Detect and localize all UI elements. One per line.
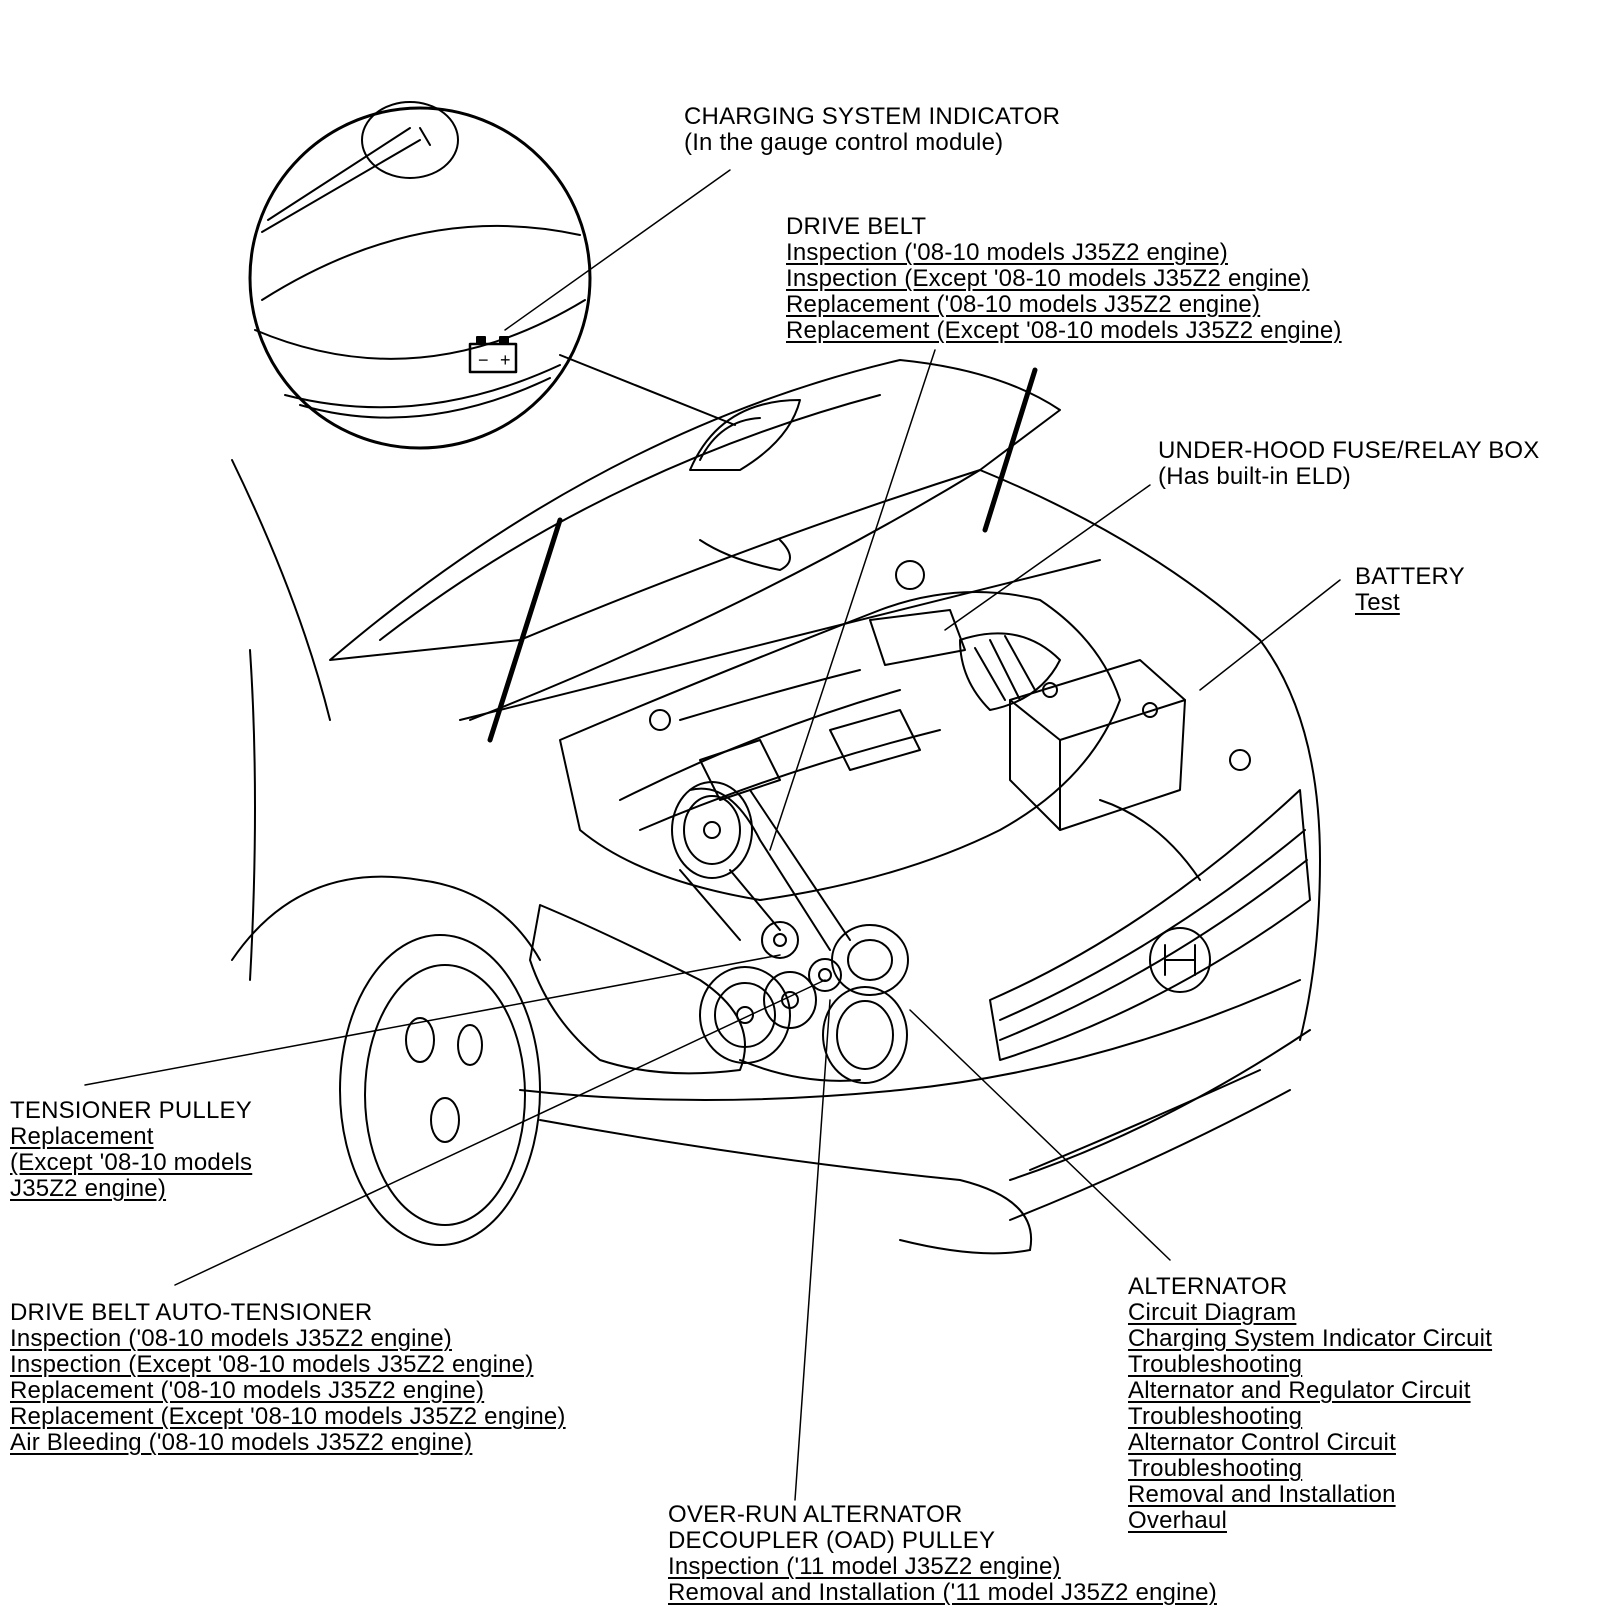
tensioner-pulley-link-replacement[interactable]: Replacement (10, 1123, 154, 1150)
leader-tensioner-pulley (84, 954, 781, 1086)
leader-magnifier-to-gauge (559, 354, 736, 426)
oad-pulley-link-inspection[interactable]: Inspection ('11 model J35Z2 engine) (668, 1553, 1061, 1580)
leader-battery (1199, 579, 1341, 691)
alternator-link-control-circuit[interactable]: Alternator Control Circuit (1128, 1429, 1396, 1456)
belt-drive-assembly (671, 781, 909, 1084)
leader-drive-belt (769, 349, 936, 851)
callout-under-hood-fuse-box: UNDER-HOOD FUSE/RELAY BOX (Has built-in … (1158, 438, 1540, 490)
auto-tensioner-heading: DRIVE BELT AUTO-TENSIONER (10, 1299, 373, 1326)
fuse-box-heading: UNDER-HOOD FUSE/RELAY BOX (1158, 437, 1540, 464)
alternator-link-overhaul[interactable]: Overhaul (1128, 1507, 1227, 1534)
auto-tensioner-link-replacement-08-10[interactable]: Replacement ('08-10 models J35Z2 engine) (10, 1377, 485, 1404)
callout-drive-belt-auto-tensioner: DRIVE BELT AUTO-TENSIONER Inspection ('0… (10, 1300, 566, 1456)
drive-belt-heading: DRIVE BELT (786, 213, 927, 240)
callout-alternator: ALTERNATOR Circuit Diagram Charging Syst… (1128, 1274, 1492, 1534)
auto-tensioner-link-air-bleeding[interactable]: Air Bleeding ('08-10 models J35Z2 engine… (10, 1429, 473, 1456)
drive-belt-link-replacement-08-10[interactable]: Replacement ('08-10 models J35Z2 engine) (786, 291, 1261, 318)
oad-pulley-heading-line1: OVER-RUN ALTERNATOR (668, 1501, 963, 1528)
callout-battery: BATTERY Test (1355, 564, 1465, 616)
tensioner-pulley-heading: TENSIONER PULLEY (10, 1097, 252, 1124)
auto-tensioner-link-inspection-except[interactable]: Inspection (Except '08-10 models J35Z2 e… (10, 1351, 534, 1378)
oad-pulley-link-removal-installation[interactable]: Removal and Installation ('11 model J35Z… (668, 1579, 1217, 1606)
tensioner-pulley-link-replacement-line3[interactable]: J35Z2 engine) (10, 1175, 167, 1202)
alternator-link-removal-installation[interactable]: Removal and Installation (1128, 1481, 1396, 1508)
oad-pulley-heading-line2: DECOUPLER (OAD) PULLEY (668, 1527, 996, 1554)
drive-belt-link-inspection-except[interactable]: Inspection (Except '08-10 models J35Z2 e… (786, 265, 1310, 292)
drive-belt-link-inspection-08-10[interactable]: Inspection ('08-10 models J35Z2 engine) (786, 239, 1228, 266)
gauge-magnifier (248, 101, 592, 450)
charging-indicator-subheading: (In the gauge control module) (684, 129, 1004, 156)
callout-oad-pulley: OVER-RUN ALTERNATOR DECOUPLER (OAD) PULL… (668, 1502, 1217, 1606)
tensioner-pulley-link-replacement-line2[interactable]: (Except '08-10 models (10, 1149, 253, 1176)
drive-belt-link-replacement-except[interactable]: Replacement (Except '08-10 models J35Z2 … (786, 317, 1342, 344)
battery-link-test[interactable]: Test (1355, 589, 1400, 616)
battery-heading: BATTERY (1355, 563, 1465, 590)
callout-tensioner-pulley: TENSIONER PULLEY Replacement (Except '08… (10, 1098, 252, 1202)
alternator-link-charging-indicator-circuit[interactable]: Charging System Indicator Circuit (1128, 1325, 1493, 1352)
auto-tensioner-link-replacement-except[interactable]: Replacement (Except '08-10 models J35Z2 … (10, 1403, 566, 1430)
leader-auto-tensioner (174, 979, 826, 1286)
battery-warning-icon: − + (468, 336, 518, 374)
leader-oad-pulley (794, 999, 831, 1501)
alternator-link-regulator-circuit[interactable]: Alternator and Regulator Circuit (1128, 1377, 1471, 1404)
auto-tensioner-link-inspection-08-10[interactable]: Inspection ('08-10 models J35Z2 engine) (10, 1325, 452, 1352)
leader-charging-indicator (504, 169, 731, 331)
alternator-link-regulator-troubleshooting[interactable]: Troubleshooting (1128, 1403, 1303, 1430)
leader-alternator (909, 1009, 1171, 1261)
leader-lines (84, 169, 1341, 1501)
alternator-link-circuit-diagram[interactable]: Circuit Diagram (1128, 1299, 1297, 1326)
car-body (231, 359, 1321, 1255)
fuse-box-subheading: (Has built-in ELD) (1158, 463, 1351, 490)
leader-fuse-box (944, 484, 1151, 631)
callout-drive-belt: DRIVE BELT Inspection ('08-10 models J35… (786, 214, 1342, 344)
callout-charging-system-indicator: CHARGING SYSTEM INDICATOR (In the gauge … (684, 104, 1060, 156)
engine-bay (559, 539, 1251, 901)
alternator-link-control-troubleshooting[interactable]: Troubleshooting (1128, 1455, 1303, 1482)
charging-indicator-heading: CHARGING SYSTEM INDICATOR (684, 103, 1061, 130)
battery-plus-sign: + (500, 350, 511, 370)
alternator-link-charging-indicator-troubleshooting[interactable]: Troubleshooting (1128, 1351, 1303, 1378)
battery-minus-sign: − (478, 350, 489, 370)
alternator-heading: ALTERNATOR (1128, 1273, 1288, 1300)
